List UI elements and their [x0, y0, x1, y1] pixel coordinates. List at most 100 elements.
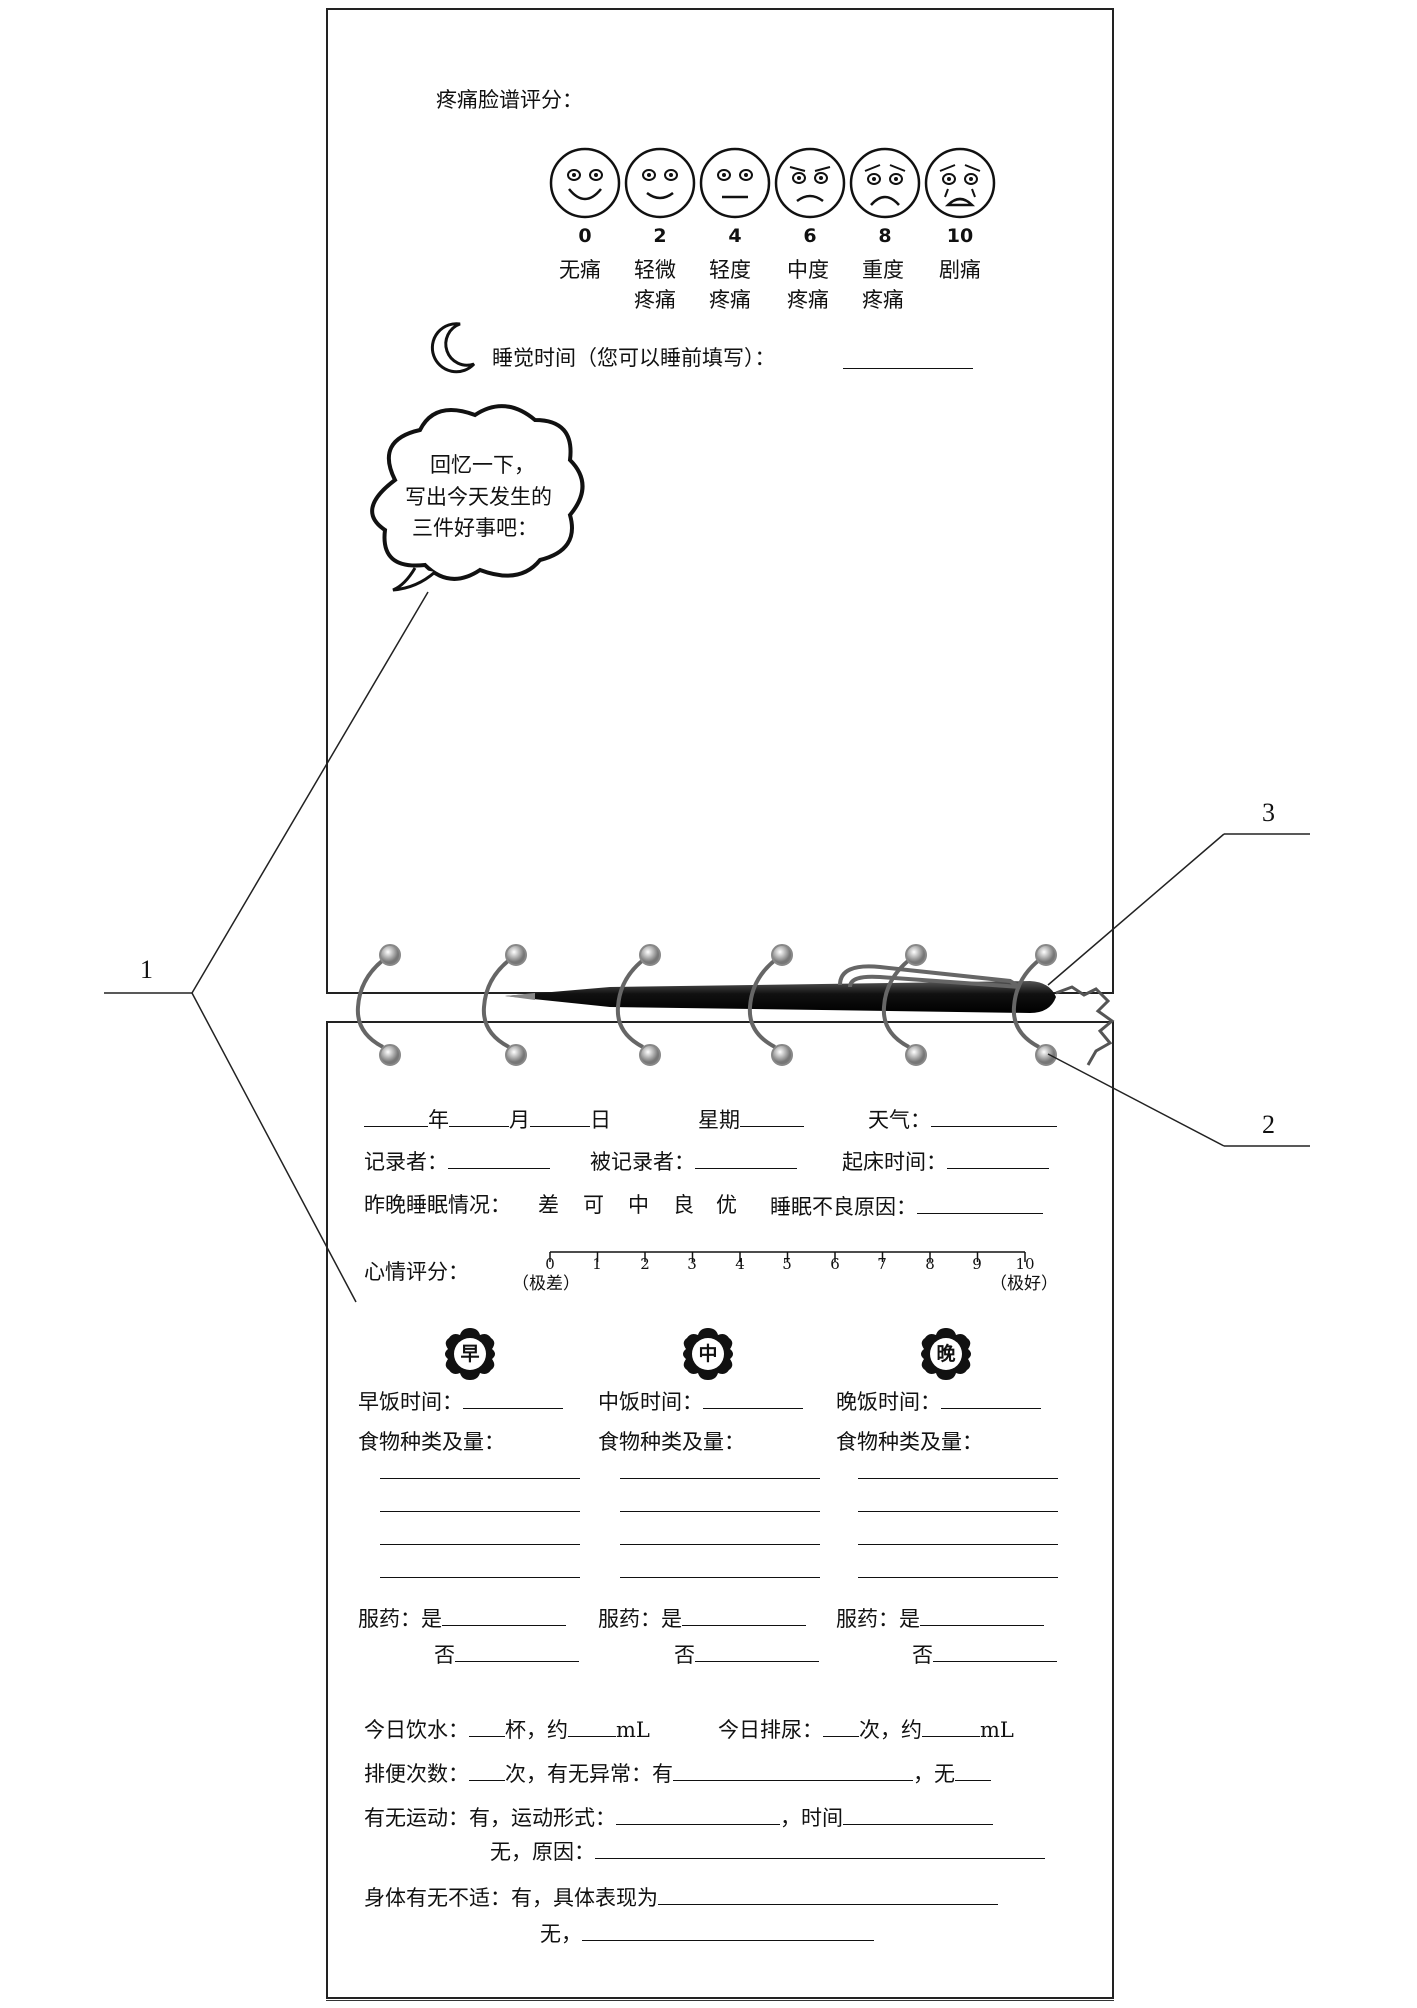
face-crying-icon — [924, 147, 996, 219]
dinner-food-line[interactable] — [858, 1577, 1058, 1578]
mood-high-label: （极好） — [990, 1274, 1058, 1294]
lunch-food-line[interactable] — [620, 1511, 820, 1512]
breakfast-med-no-field[interactable] — [455, 1643, 579, 1662]
weather-label: 天气： — [868, 1108, 931, 1132]
breakfast-med-label: 服药：是 — [358, 1607, 442, 1631]
month-field[interactable] — [449, 1108, 509, 1127]
sleep-time-field[interactable] — [843, 368, 973, 369]
day-label: 日 — [590, 1108, 611, 1132]
breakfast-med-no-label: 否 — [434, 1643, 455, 1667]
dinner-food-label: 食物种类及量： — [836, 1430, 983, 1454]
dinner-time-label: 晚饭时间： — [836, 1390, 941, 1414]
recorder-field[interactable] — [448, 1150, 550, 1169]
water-cups-field[interactable] — [469, 1718, 505, 1737]
stool-abnormal-field[interactable] — [673, 1762, 913, 1781]
sleep-option[interactable]: 优 — [716, 1193, 737, 1217]
dinner-food-line[interactable] — [858, 1511, 1058, 1512]
face-slight-smile-icon — [624, 147, 696, 219]
year-field[interactable] — [364, 1108, 428, 1127]
lunch-med-no-field[interactable] — [695, 1643, 819, 1662]
dinner-med-no-row: 否 — [912, 1643, 1057, 1666]
exercise-time-label: ，时间 — [780, 1806, 843, 1830]
stool-count-field[interactable] — [469, 1762, 505, 1781]
lunch-med-row: 服药：是 — [598, 1607, 806, 1630]
pain-score: 6 — [803, 225, 817, 247]
breakfast-time-field[interactable] — [463, 1390, 563, 1409]
recorder-label: 记录者： — [364, 1150, 448, 1174]
discomfort-no-field[interactable] — [582, 1922, 874, 1941]
wake-time-field[interactable] — [947, 1150, 1049, 1169]
stool-none-label: ，无 — [913, 1762, 955, 1786]
mood-tick: 6 — [830, 1255, 840, 1273]
pain-label: 无痛 — [559, 258, 601, 282]
cloud-line-2: 写出今天发生的 — [405, 485, 552, 509]
lunch-food-line[interactable] — [620, 1478, 820, 1479]
urine-ml-field[interactable] — [922, 1718, 980, 1737]
water-unit: mL — [616, 1718, 650, 1742]
lunch-food-line[interactable] — [620, 1544, 820, 1545]
mood-tick: 8 — [925, 1255, 935, 1273]
dinner-food-line[interactable] — [858, 1478, 1058, 1479]
pain-score: 10 — [946, 225, 974, 247]
date-row: 年月日 — [364, 1108, 611, 1131]
flower-icon — [445, 1328, 495, 1380]
pain-faces — [549, 147, 996, 219]
lunch-time-field[interactable] — [703, 1390, 803, 1409]
pain-label: 中度 疼痛 — [787, 258, 829, 312]
sleep-quality-label: 昨晚睡眠情况： — [364, 1193, 511, 1217]
exercise-type-field[interactable] — [616, 1806, 780, 1825]
lunch-med-label: 服药：是 — [598, 1607, 682, 1631]
pain-label: 重度 疼痛 — [862, 258, 904, 312]
lunch-food-line[interactable] — [620, 1577, 820, 1578]
discomfort-detail-field[interactable] — [658, 1886, 998, 1905]
discomfort-row: 身体有无不适：有，具体表现为 — [364, 1886, 998, 1909]
stool-none-field[interactable] — [955, 1762, 991, 1781]
weekday-field[interactable] — [740, 1108, 804, 1127]
poor-sleep-field[interactable] — [917, 1195, 1043, 1214]
breakfast-food-line[interactable] — [380, 1544, 580, 1545]
weather-field[interactable] — [931, 1108, 1057, 1127]
dinner-time-field[interactable] — [941, 1390, 1041, 1409]
mood-tick: 2 — [640, 1255, 650, 1273]
wake-time-label: 起床时间： — [842, 1150, 947, 1174]
pain-score: 4 — [728, 225, 742, 247]
stool-label: 排便次数： — [364, 1762, 469, 1786]
water-ml-field[interactable] — [568, 1718, 616, 1737]
mood-tick: 4 — [735, 1255, 745, 1273]
breakfast-food-label: 食物种类及量： — [358, 1430, 505, 1454]
exercise-reason-field[interactable] — [595, 1840, 1045, 1859]
mood-tick: 3 — [687, 1255, 697, 1273]
recorded-row: 被记录者： — [590, 1150, 797, 1173]
exercise-time-field[interactable] — [843, 1806, 993, 1825]
sleep-option[interactable]: 良 — [673, 1193, 694, 1217]
pain-score: 2 — [653, 225, 667, 247]
weekday-row: 星期 — [698, 1108, 804, 1131]
discomfort-label: 身体有无不适：有，具体表现为 — [364, 1886, 658, 1910]
urine-mid-label: 次，约 — [859, 1718, 922, 1742]
dinner-med-no-label: 否 — [912, 1643, 933, 1667]
lunch-food-label: 食物种类及量： — [598, 1430, 745, 1454]
discomfort-no-label: 无， — [540, 1922, 582, 1946]
day-field[interactable] — [530, 1108, 590, 1127]
recorded-field[interactable] — [695, 1150, 797, 1169]
sleep-option[interactable]: 差 — [538, 1193, 559, 1217]
face-sad-icon — [849, 147, 921, 219]
breakfast-food-line[interactable] — [380, 1577, 580, 1578]
mood-scale-axis[interactable] — [545, 1248, 1035, 1268]
dinner-med-no-field[interactable] — [933, 1643, 1057, 1662]
breakfast-food-line[interactable] — [380, 1478, 580, 1479]
breakfast-food-line[interactable] — [380, 1511, 580, 1512]
lunch-med-yes-field[interactable] — [682, 1607, 806, 1626]
breakfast-med-yes-field[interactable] — [442, 1607, 566, 1626]
urine-count-field[interactable] — [823, 1718, 859, 1737]
dinner-med-yes-field[interactable] — [920, 1607, 1044, 1626]
water-mid-label: 杯，约 — [505, 1718, 568, 1742]
sleep-option[interactable]: 中 — [628, 1193, 649, 1217]
dinner-food-line[interactable] — [858, 1544, 1058, 1545]
face-frown-icon — [774, 147, 846, 219]
sleep-option[interactable]: 可 — [583, 1193, 604, 1217]
breakfast-med-row: 服药：是 — [358, 1607, 566, 1630]
exercise-row: 有无运动：有，运动形式：，时间 — [364, 1806, 993, 1829]
meal-lunch-char: 中 — [698, 1343, 718, 1365]
